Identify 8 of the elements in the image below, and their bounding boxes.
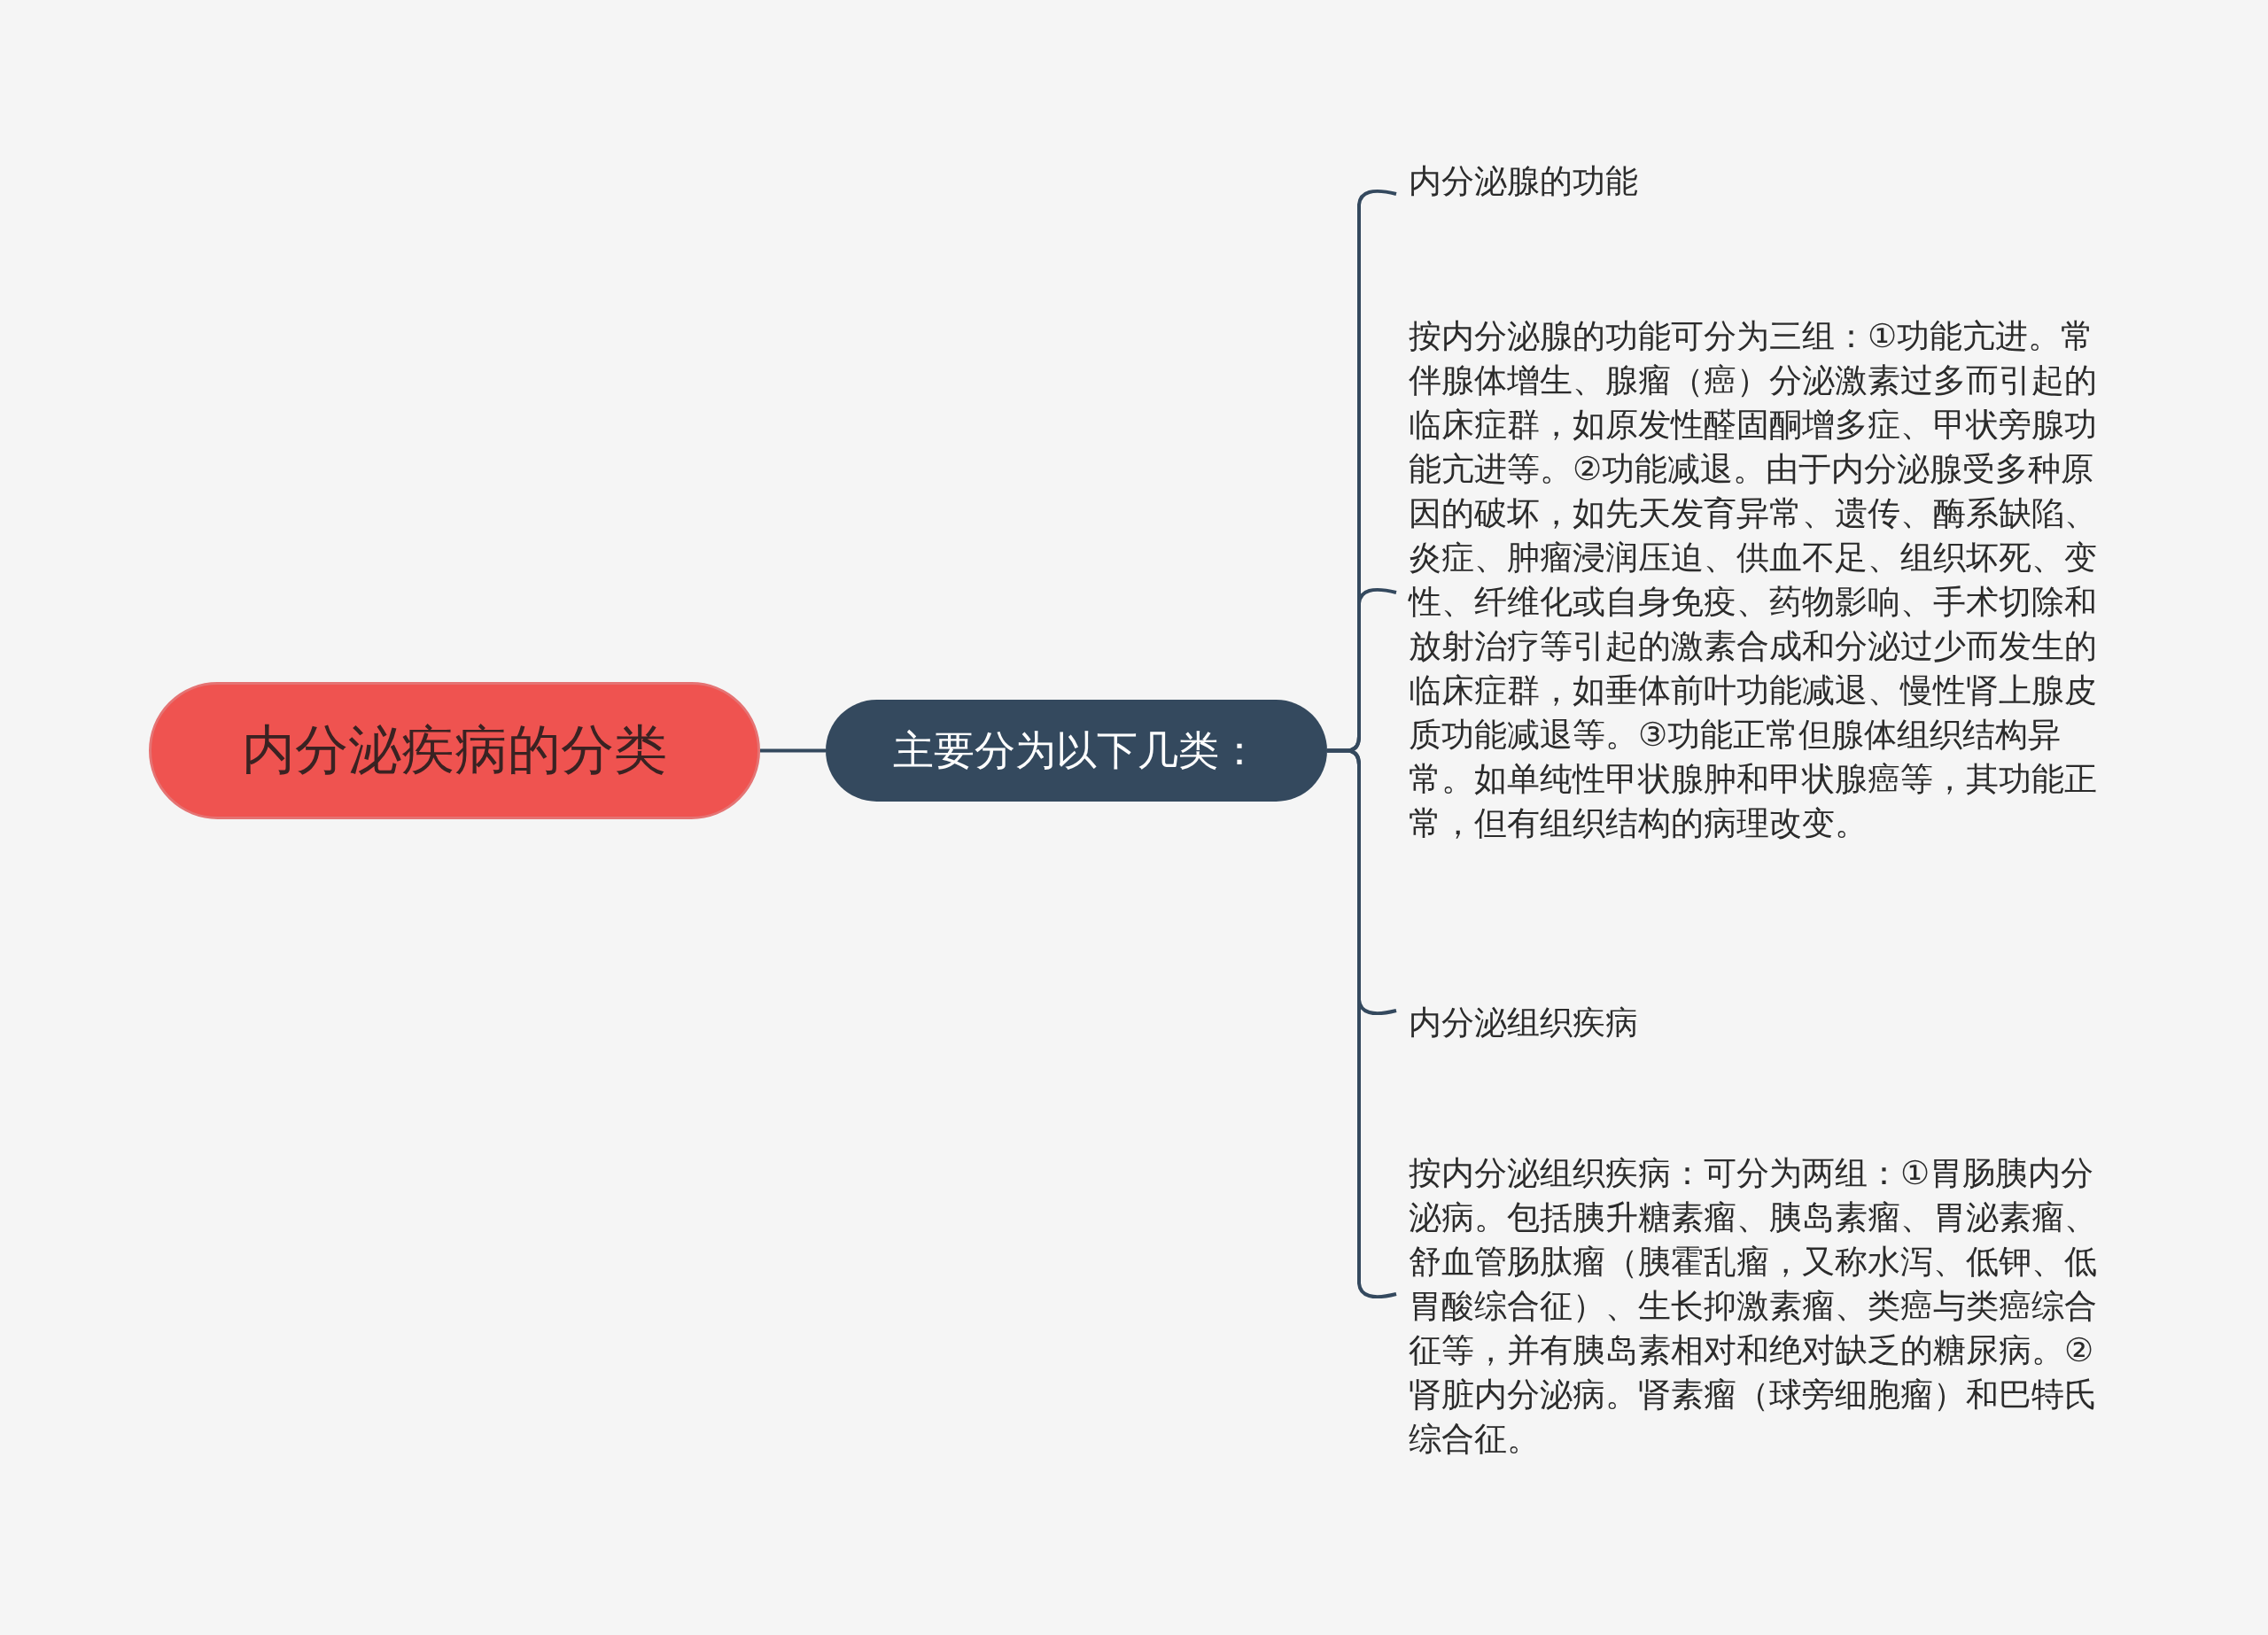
- topic-text: 内分泌腺的功能: [1409, 162, 1638, 200]
- topic-text: 按内分泌腺的功能可分为三组：①功能亢进。常伴腺体增生、腺瘤（癌）分泌激素过多而引起的临床症群，如原发性醛固酮增多症、甲状旁腺功能亢进等。②功能减退。由于内分泌腺受多种原因的破坏，如先天发育异常、遗传、酶系缺陷、炎症、肿瘤浸润压迫、供血不足、组织坏死、变性、纤维化或自身免疫、药物影响、手术切除和放射治疗等引起的激素合成和分泌过少而发生的临床症群，如垂体前叶功能减退、慢性肾上腺皮质功能减退等。③功能正常但腺体组织结构异常。如单纯性甲状腺肿和甲状腺癌等，其功能正常，但有组织结构的病理改变。: [1409, 317, 2097, 842]
- topic-text: 按内分泌组织疾病：可分为两组：①胃肠胰内分泌病。包括胰升糖素瘤、胰岛素瘤、胃泌素瘤、舒血管肠肽瘤（胰霍乱瘤，又称水泻、低钾、低胃酸综合征）、生长抑激素瘤、类癌与类癌综合征等，并有胰岛素相对和绝对缺乏的糖尿病。②肾脏内分泌病。肾素瘤（球旁细胞瘤）和巴特氏综合征。: [1409, 1154, 2097, 1458]
- topic-label: 主要分为以下几类：: [893, 725, 1260, 776]
- connector-line: [1327, 748, 1397, 1299]
- connector-line: [760, 748, 826, 753]
- topic-label: 内分泌疾病的分类: [242, 717, 667, 782]
- topic-text: 内分泌组织疾病: [1409, 1003, 1638, 1042]
